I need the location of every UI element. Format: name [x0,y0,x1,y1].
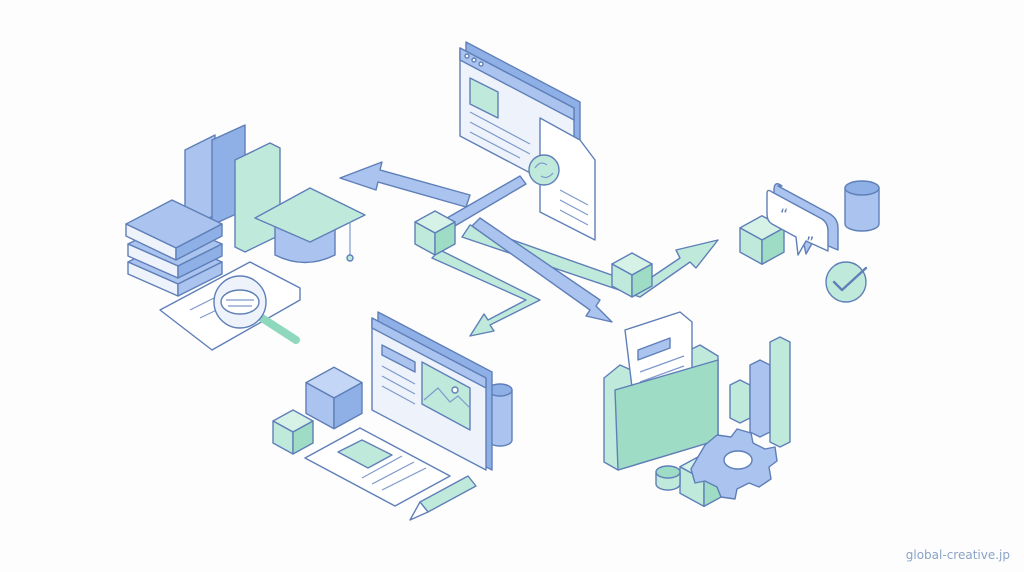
database-cylinder [844,180,880,232]
books-stack [125,124,281,297]
linked-document [528,117,596,241]
svg-text:”: ” [806,233,814,252]
svg-text:“: “ [780,205,788,224]
arrow-left-blue [339,161,471,208]
check-circle-icon [825,261,868,303]
monitor-with-webpage [371,311,513,471]
connector-cube [414,210,456,256]
speech-bubble: “ ” [766,183,839,256]
folder-with-documents [603,311,719,471]
watermark: global-creative.jp [905,548,1010,562]
connector-cube [611,252,653,298]
magnifier-document [159,261,301,351]
small-cylinder [655,465,681,491]
gear-icon [690,428,778,500]
large-blue-cube [305,366,363,430]
graduation-cap [254,187,366,264]
arrow-down-green [431,249,541,337]
bar-chart-icon [729,336,791,448]
small-green-cube [272,409,314,455]
document-with-image [304,427,451,507]
green-cube [739,215,785,265]
pencil-icon [409,475,477,521]
arrow-down-blue [471,217,613,323]
